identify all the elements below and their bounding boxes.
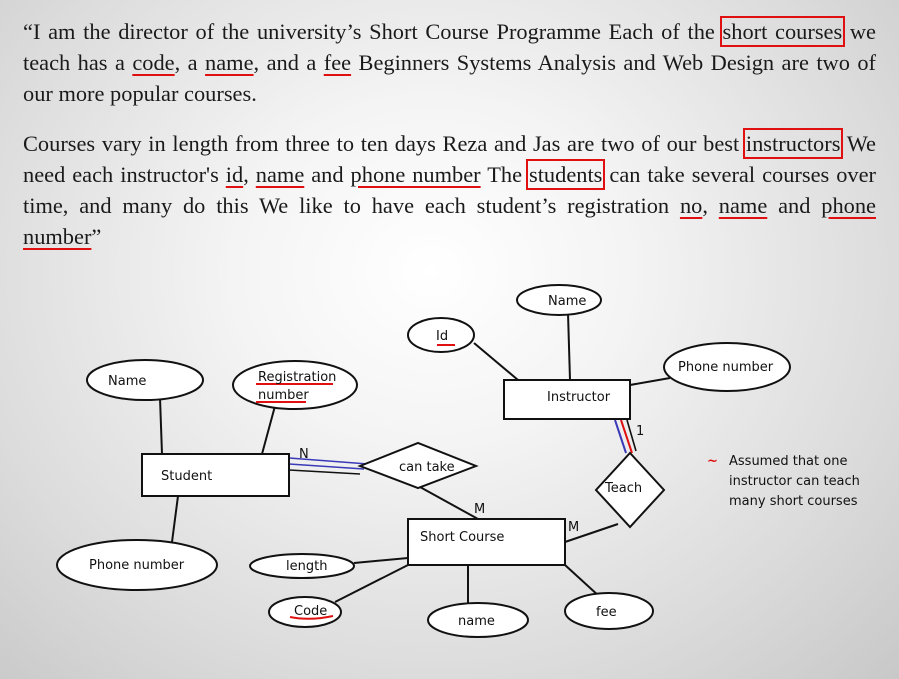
- boxed-entity-instructors: instructors: [742, 128, 844, 159]
- entity-short-course: [407, 518, 566, 566]
- line-course-teach: [564, 523, 619, 543]
- scenario-paragraph-2: Courses vary in length from three to ten…: [23, 128, 876, 252]
- text-run: , and a: [253, 50, 324, 75]
- relationship-teach-label: Teach: [604, 481, 642, 496]
- underlined-attr-fee: fee: [323, 50, 352, 75]
- note-line-1: Assumed that one: [729, 454, 847, 469]
- attr-fee-label: fee: [596, 605, 617, 620]
- connector-lines: [159, 312, 671, 604]
- text-run: “I am the director of the university’s S…: [23, 19, 723, 44]
- text-run: can take several courses over time, and …: [23, 162, 876, 218]
- cardinality-student-cantake: N: [299, 447, 309, 462]
- entity-instructor-label: Instructor: [547, 390, 611, 405]
- underlined-attr-student-name: name: [718, 193, 768, 218]
- note-line-2: instructor can teach: [729, 474, 860, 489]
- underlined-attr-registration-no: no: [679, 193, 703, 218]
- line-instructor-name: [567, 312, 571, 381]
- cardinality-course-cantake: M: [474, 502, 485, 517]
- relationship-teach: [594, 451, 666, 529]
- double-line-instructor-teach: [614, 419, 637, 454]
- assumption-note: ~ Assumed that one instructor can teach …: [707, 454, 860, 509]
- attr-length-label: length: [286, 559, 327, 574]
- attr-instructor-id: [407, 317, 475, 353]
- attr-course-name: [427, 602, 529, 638]
- attr-course-name-label: name: [458, 614, 495, 629]
- text-run: The: [480, 162, 529, 187]
- underlined-attr-id: id: [225, 162, 244, 187]
- boxed-entity-short-courses: short courses: [719, 16, 846, 47]
- attr-instructor-phone-label: Phone number: [678, 360, 774, 375]
- text-run: , a: [174, 50, 206, 75]
- cardinality-course-teach: M: [568, 520, 579, 535]
- attr-registration-label-1: Registration: [258, 370, 336, 385]
- note-line-3: many short courses: [729, 494, 858, 509]
- attr-student-phone-label: Phone number: [89, 558, 185, 573]
- line-course-fee: [564, 564, 601, 598]
- attr-code: [268, 596, 342, 628]
- boxed-entity-students: students: [525, 159, 606, 190]
- underlined-attr-instructor-name: name: [255, 162, 305, 187]
- line-course-code: [334, 564, 409, 603]
- text-run: ,: [702, 193, 719, 218]
- entity-student-label: Student: [161, 469, 212, 484]
- scenario-paragraph-1: “I am the director of the university’s S…: [23, 16, 876, 109]
- text-run: ,: [243, 162, 256, 187]
- attr-registration-label-2: number: [258, 388, 309, 403]
- attr-instructor-name: [516, 284, 602, 316]
- relationship-can-take: [357, 441, 479, 490]
- attribute-ellipses: [56, 284, 791, 638]
- line-instructor-id: [473, 342, 519, 381]
- entity-short-course-label: Short Course: [420, 530, 504, 545]
- text-run: and: [304, 162, 351, 187]
- line-student-registration: [261, 405, 276, 455]
- attr-student-name: [86, 359, 204, 401]
- attr-length: [249, 553, 355, 579]
- double-line-student-cantake: [288, 457, 369, 475]
- text-run: Courses vary in length from three to ten…: [23, 131, 746, 156]
- text-run: we teach has a: [23, 19, 876, 75]
- relationship-can-take-label: can take: [399, 460, 455, 475]
- text-run: and: [767, 193, 822, 218]
- attr-code-label: Code: [294, 604, 327, 619]
- line-course-length: [353, 557, 409, 564]
- attr-instructor-name-label: Name: [548, 294, 586, 309]
- text-run: Beginners Systems Analysis and Web Desig…: [23, 50, 876, 106]
- entity-student: [141, 453, 290, 497]
- underlined-attr-student-phone: phone number: [23, 193, 876, 249]
- attr-fee: [564, 592, 654, 630]
- underlined-attr-instructor-phone: phone number: [350, 162, 481, 187]
- cardinality-instructor-teach: 1: [636, 424, 644, 439]
- entity-instructor: [503, 379, 631, 420]
- key-underlines: [256, 344, 455, 620]
- line-instructor-phone: [629, 377, 671, 386]
- attr-student-phone: [56, 539, 218, 591]
- entity-boxes: [141, 379, 631, 566]
- underlined-attr-code: code: [132, 50, 175, 75]
- line-student-phone: [171, 495, 179, 543]
- underlined-attr-name: name: [205, 50, 254, 75]
- attr-student-name-label: Name: [108, 374, 146, 389]
- line-student-name: [159, 397, 163, 455]
- code-key-underline: [289, 615, 334, 620]
- note-marker: ~: [707, 454, 718, 469]
- text-run: ”: [91, 224, 102, 249]
- attr-instructor-phone: [663, 342, 791, 392]
- attr-instructor-id-label: Id: [436, 329, 448, 344]
- relationship-diamonds: [357, 441, 666, 529]
- line-cantake-course: [419, 486, 479, 520]
- text-run: We need each instructor's: [23, 131, 876, 187]
